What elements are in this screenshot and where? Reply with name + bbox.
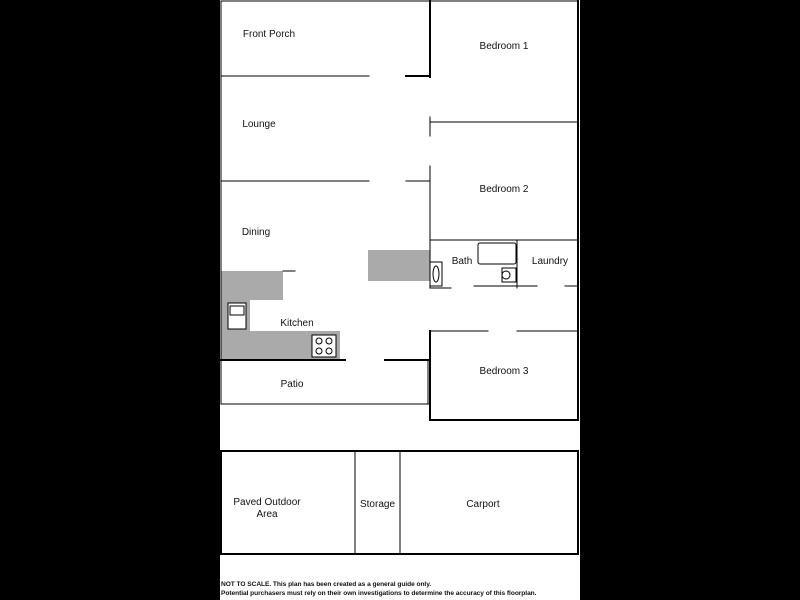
dining-bench	[368, 250, 430, 281]
room-label-storage: Storage	[359, 499, 396, 510]
room-label-patio: Patio	[280, 379, 304, 390]
room-label-bedroom-1: Bedroom 1	[479, 41, 529, 52]
room-label-dining: Dining	[241, 227, 271, 238]
room-label-bath: Bath	[451, 256, 473, 267]
floorplan-drawing	[220, 0, 579, 555]
room-label-bedroom-2: Bedroom 2	[479, 184, 529, 195]
bath-fixtures	[429, 242, 517, 287]
floorplan-sheet: Front Porch Lounge Dining Kitchen Patio …	[220, 0, 580, 600]
room-label-bedroom-3: Bedroom 3	[479, 366, 529, 377]
room-label-laundry: Laundry	[531, 256, 569, 267]
disclaimer-line-2: Potential purchasers must rely on their …	[221, 590, 537, 597]
room-label-carport: Carport	[466, 499, 500, 510]
room-label-lounge: Lounge	[242, 119, 276, 130]
kitchen-sink	[227, 302, 247, 330]
room-label-paved-outdoor-area: Paved Outdoor Area	[233, 497, 301, 520]
room-label-kitchen: Kitchen	[280, 318, 314, 329]
cooktop	[311, 334, 337, 358]
disclaimer-line-1: NOT TO SCALE. This plan has been created…	[221, 581, 432, 588]
room-label-front-porch: Front Porch	[242, 29, 296, 40]
kitchen-bench-upper	[221, 271, 283, 300]
outbuilding	[220, 450, 579, 555]
